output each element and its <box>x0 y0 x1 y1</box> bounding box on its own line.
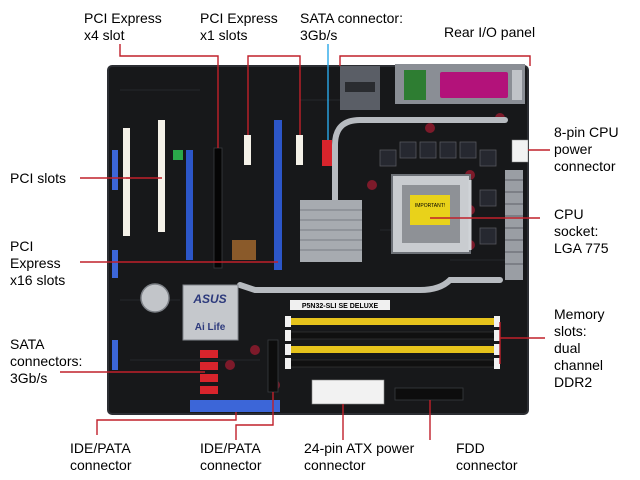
label-fdd: FDD connector <box>456 440 518 473</box>
southbridge-heatsink: ASUS Ai Life <box>182 284 239 341</box>
ide-connector-primary <box>190 400 280 412</box>
label-cpu-socket: CPU socket: LGA 775 <box>554 206 609 256</box>
sata-connector-top <box>322 140 332 166</box>
dimm-slot <box>290 318 495 325</box>
board-name-label <box>290 300 390 310</box>
label-ide-2: IDE/PATA connector <box>200 440 262 473</box>
label-rear-io: Rear I/O panel <box>444 24 536 40</box>
label-sata-left: SATA connectors: 3Gb/s <box>10 336 83 386</box>
chipset-heatsink <box>300 200 362 262</box>
green-chip <box>173 150 183 160</box>
atx-24pin-connector <box>311 379 385 405</box>
asus-logo-text: ASUS <box>192 292 226 306</box>
cmos-battery <box>140 283 170 313</box>
vrm-heatsink <box>505 170 523 280</box>
board-name-text: P5N32-SLI SE DELUXE <box>302 303 379 310</box>
label-sata-top: SATA connector: 3Gb/s <box>300 10 403 43</box>
pci-slot <box>123 128 130 236</box>
ai-life-text: Ai Life <box>195 322 226 333</box>
front-panel-headers <box>112 150 118 370</box>
label-atx: 24-pin ATX power connector <box>304 440 415 473</box>
label-pcie-x16: PCI Express x16 slots <box>10 238 66 288</box>
pcie-x1-slot <box>296 135 303 165</box>
label-ide-1: IDE/PATA connector <box>70 440 132 473</box>
cpu-power-8pin <box>511 139 529 163</box>
label-cpu-power: 8-pin CPU power connector <box>554 124 619 174</box>
rear-io-panel <box>340 64 525 110</box>
dimm-slot <box>289 359 496 368</box>
label-pci: PCI slots <box>10 170 67 186</box>
dimm-slot <box>290 346 495 353</box>
label-pcie-x4: PCI Express x4 slot <box>84 10 162 43</box>
pcie-x4-slot <box>213 147 223 269</box>
cpu-sticker-text: IMPORTANT! <box>415 203 445 209</box>
fdd-connector <box>394 387 464 401</box>
pci-slots <box>123 120 165 236</box>
heatpipe <box>237 117 508 293</box>
pcie-x16-slots <box>186 120 282 270</box>
pcie-x1-slots <box>244 135 303 165</box>
label-memory: Memory slots: dual channel DDR2 <box>554 306 605 390</box>
vrm-chokes <box>379 141 497 245</box>
ide-connector-secondary <box>267 339 279 393</box>
pcie-x16-slot <box>186 150 193 260</box>
pcie-x1-slot <box>244 135 251 165</box>
pcie-x16-slot <box>274 120 282 270</box>
memory-slots <box>285 316 500 369</box>
cpu-socket: IMPORTANT! <box>391 174 472 254</box>
dimm-slot <box>289 331 496 340</box>
coil <box>232 240 256 260</box>
sata-connectors-left <box>200 350 218 394</box>
pci-slot <box>158 120 165 232</box>
label-pcie-x1: PCI Express x1 slots <box>200 10 278 43</box>
leader-lines <box>60 44 550 440</box>
